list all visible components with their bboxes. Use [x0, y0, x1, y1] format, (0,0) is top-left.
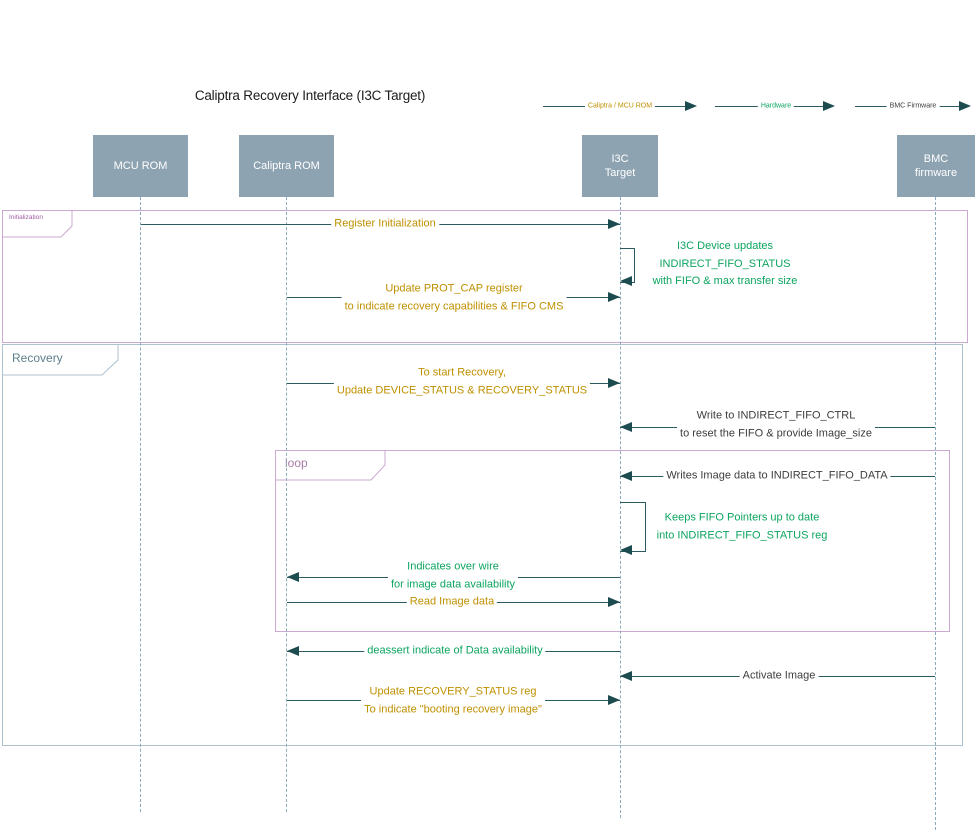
message-label: Indicates over wire for image data avail… [387, 558, 519, 594]
frame-loop-label: loop [285, 456, 308, 470]
arrowhead-right-icon [608, 695, 620, 705]
self-message-bracket [620, 502, 646, 552]
message-label: Activate Image [739, 667, 819, 685]
message-label: Update RECOVERY_STATUS reg To indicate "… [361, 683, 545, 719]
arrowhead-left-icon [287, 572, 299, 582]
page-title: Caliptra Recovery Interface (I3C Target) [194, 88, 426, 103]
arrowhead-left-icon [287, 646, 299, 656]
actor-caliptra-rom: Caliptra ROM [239, 135, 334, 197]
message-label: deassert indicate of Data availability [364, 642, 546, 660]
arrowhead-left-icon [620, 545, 632, 555]
actor-label: I3C [611, 153, 629, 165]
arrowhead-left-icon [620, 422, 632, 432]
actor-label: BMC [923, 153, 949, 165]
frame-initialization-tab [2, 210, 73, 238]
frame-recovery-tab [2, 344, 119, 376]
lifeline-i3c-target [620, 197, 621, 818]
arrowhead-right-icon [959, 101, 971, 111]
lifeline-mcu-rom [140, 197, 141, 812]
arrowhead-left-icon [620, 671, 632, 681]
legend-label-caliptra: Caliptra / MCU ROM [584, 102, 656, 110]
actor-label: MCU ROM [113, 160, 168, 172]
frame-loop-tab [275, 450, 386, 481]
message-label: Update PROT_CAP register to indicate rec… [341, 280, 567, 316]
actor-label: firmware [914, 167, 958, 179]
message-label: Read Image data [406, 593, 498, 611]
actor-bmc-firmware: BMC firmware [897, 135, 975, 197]
actor-label: Target [604, 167, 636, 179]
arrowhead-right-icon [823, 101, 835, 111]
legend-label-bmc: BMC Firmware [886, 102, 940, 110]
message-label: Write to INDIRECT_FIFO_CTRL to reset the… [677, 407, 875, 443]
arrowhead-right-icon [608, 219, 620, 229]
frame-recovery-label: Recovery [12, 351, 63, 365]
message-label: I3C Device updates INDIRECT_FIFO_STATUS … [652, 239, 798, 287]
message-label: Writes Image data to INDIRECT_FIFO_DATA [663, 467, 891, 485]
arrowhead-right-icon [685, 101, 697, 111]
arrowhead-right-icon [608, 292, 620, 302]
message-label: Keeps FIFO Pointers up to date into INDI… [656, 511, 828, 542]
actor-i3c-target: I3C Target [582, 135, 658, 197]
actor-mcu-rom: MCU ROM [93, 135, 188, 197]
lifeline-bmc-firmware [935, 197, 936, 830]
arrowhead-right-icon [608, 597, 620, 607]
legend-label-hardware: Hardware [757, 102, 795, 110]
lifeline-caliptra-rom [286, 197, 287, 812]
arrowhead-left-icon [620, 471, 632, 481]
arrowhead-left-icon [620, 276, 632, 286]
frame-initialization-label: Initialization [9, 214, 43, 221]
message-label: To start Recovery, Update DEVICE_STATUS … [333, 364, 591, 400]
frame-loop [275, 450, 950, 632]
message-label: Register Initialization [331, 215, 439, 233]
actor-label: Caliptra ROM [253, 160, 320, 172]
frame-initialization [2, 210, 968, 343]
frame-recovery [2, 344, 963, 746]
arrowhead-right-icon [608, 378, 620, 388]
